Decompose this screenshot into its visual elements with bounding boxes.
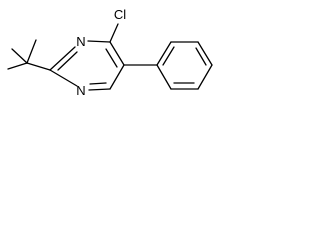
bond-ph-3 — [197, 41, 213, 66]
atom-label-chlorine: Cl — [114, 7, 126, 22]
bond-ph-4 — [197, 64, 213, 90]
molecule-svg: N N Cl — [7, 7, 213, 98]
bond-tbutyl-c2 — [26, 62, 51, 71]
bond-n3-c4 — [87, 40, 111, 43]
bond-ph-1 — [156, 41, 172, 66]
atom-label-n-top: N — [76, 34, 85, 49]
bond-methyl-2 — [11, 48, 28, 64]
bond-ph-6 — [156, 64, 172, 90]
bond-c5-c6 — [109, 64, 125, 90]
structure-diagram: N N Cl — [0, 0, 286, 120]
bond-c2-n3 — [49, 46, 76, 71]
bond-n1-c2 — [49, 69, 78, 87]
bond-methyl-3 — [26, 39, 37, 64]
bond-c4-c5 — [109, 41, 125, 66]
bond-c6-n1-double — [89, 82, 107, 85]
bond-c4-c5-double — [105, 48, 118, 68]
bond-ph-3-inner — [195, 47, 207, 66]
bond-c2-n3-double — [57, 51, 78, 71]
bond-methyl-1 — [7, 62, 28, 70]
bond-c4-cl — [109, 23, 119, 43]
bond-c6-n1 — [88, 88, 111, 91]
atom-label-n-bottom: N — [76, 83, 85, 98]
bond-ph-1-inner — [162, 46, 175, 66]
